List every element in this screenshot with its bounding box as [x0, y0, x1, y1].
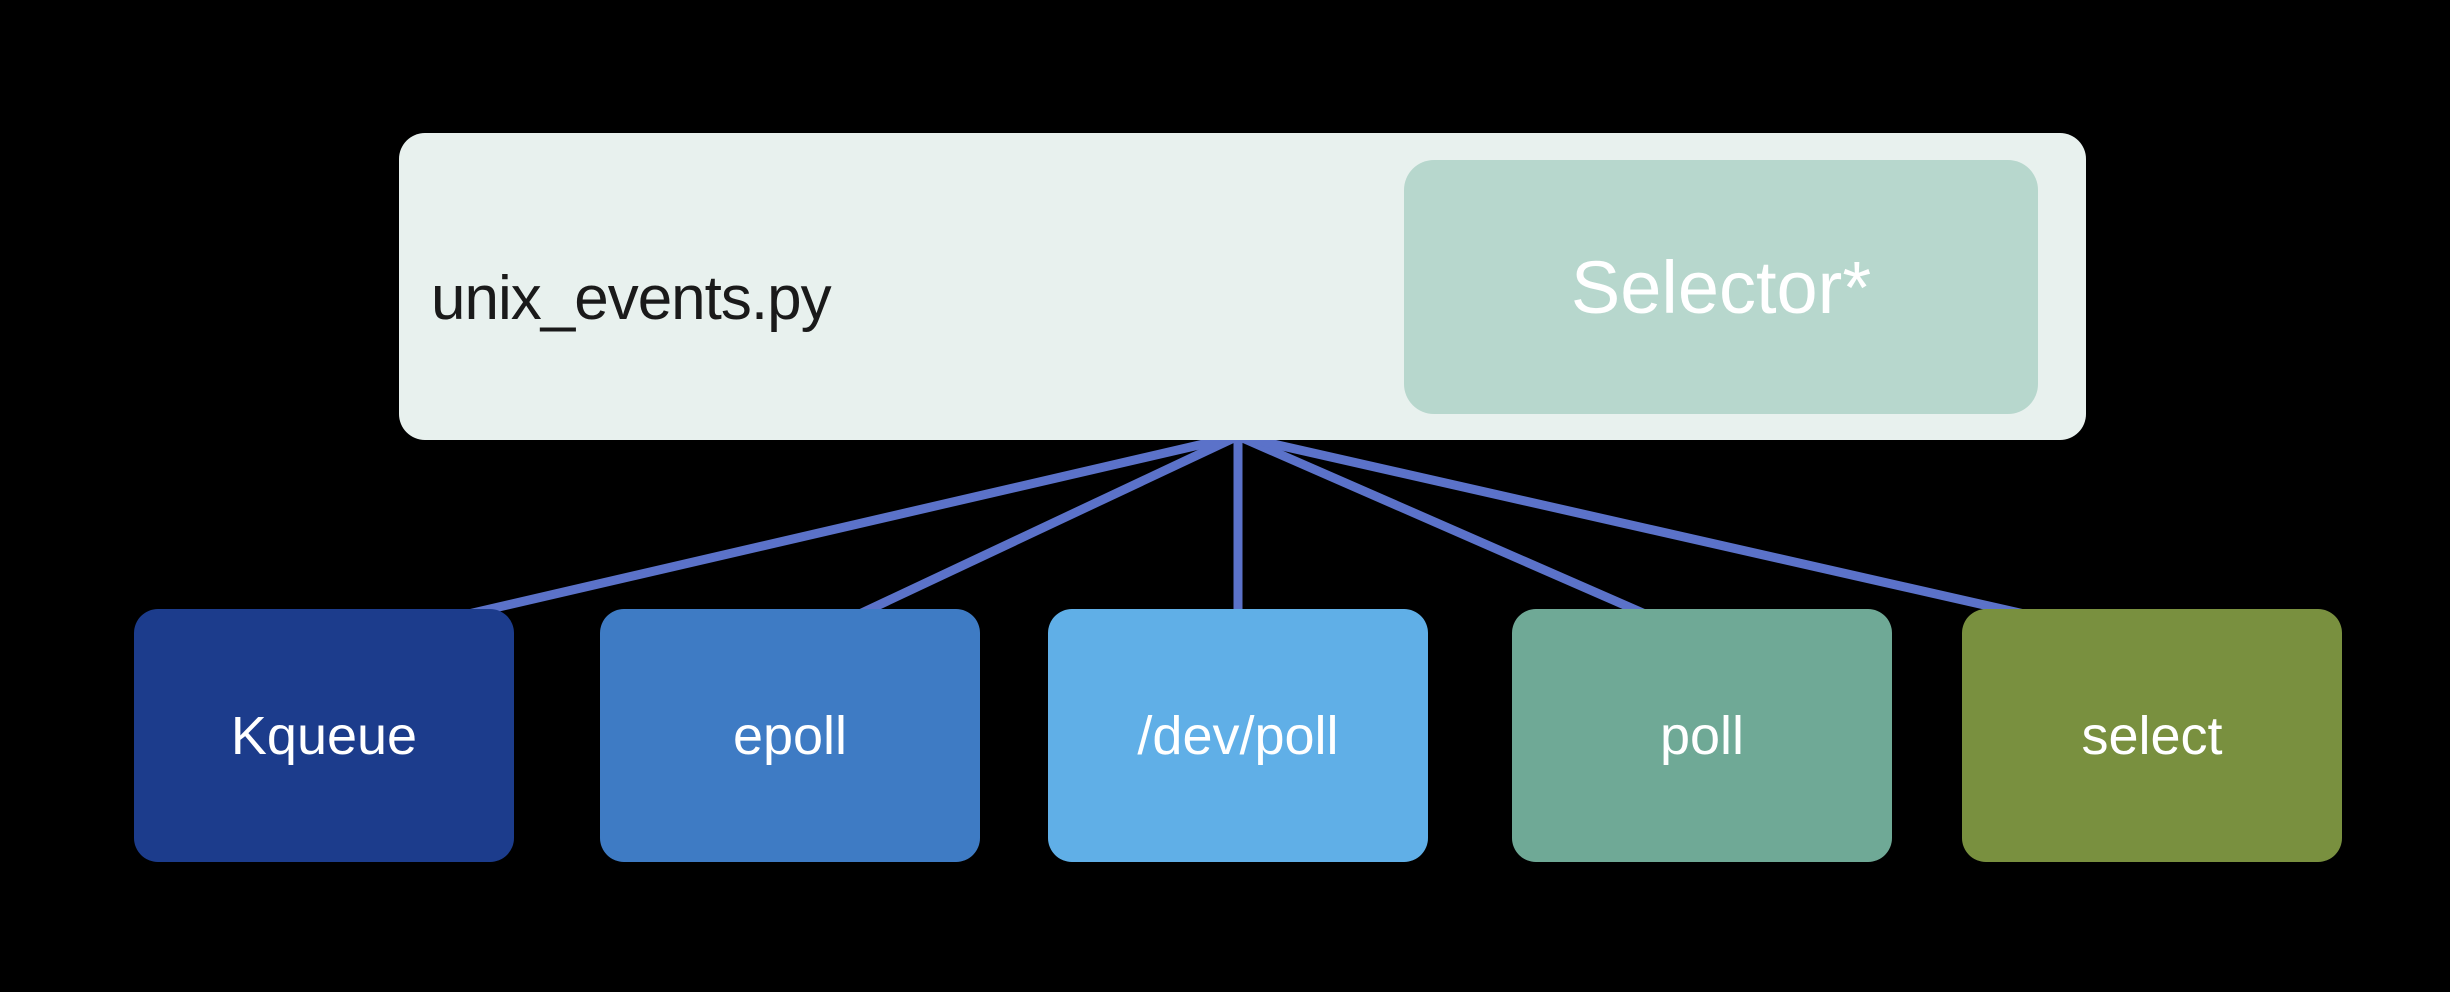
parent-box-unix-events: unix_events.py Selector*	[399, 133, 2086, 440]
node-label: poll	[1659, 705, 1745, 766]
file-label: unix_events.py	[431, 264, 832, 333]
node-label: epoll	[732, 705, 848, 766]
connector-line-kqueue	[354, 431, 1240, 645]
node-label: /dev/poll	[1137, 705, 1339, 766]
connector-line-select	[1237, 431, 2149, 647]
node-dev-poll: /dev/poll	[1048, 609, 1428, 862]
selector-box: Selector*	[1404, 160, 2038, 414]
connector-line-poll	[1236, 431, 1702, 643]
node-label: Kqueue	[230, 705, 418, 766]
node-poll: poll	[1512, 609, 1892, 862]
node-epoll: epoll	[600, 609, 980, 862]
node-kqueue: Kqueue	[134, 609, 514, 862]
node-select: select	[1962, 609, 2342, 862]
selector-label: Selector*	[1570, 245, 1872, 329]
node-label: select	[2081, 705, 2223, 766]
connector-line-epoll	[813, 431, 1240, 640]
